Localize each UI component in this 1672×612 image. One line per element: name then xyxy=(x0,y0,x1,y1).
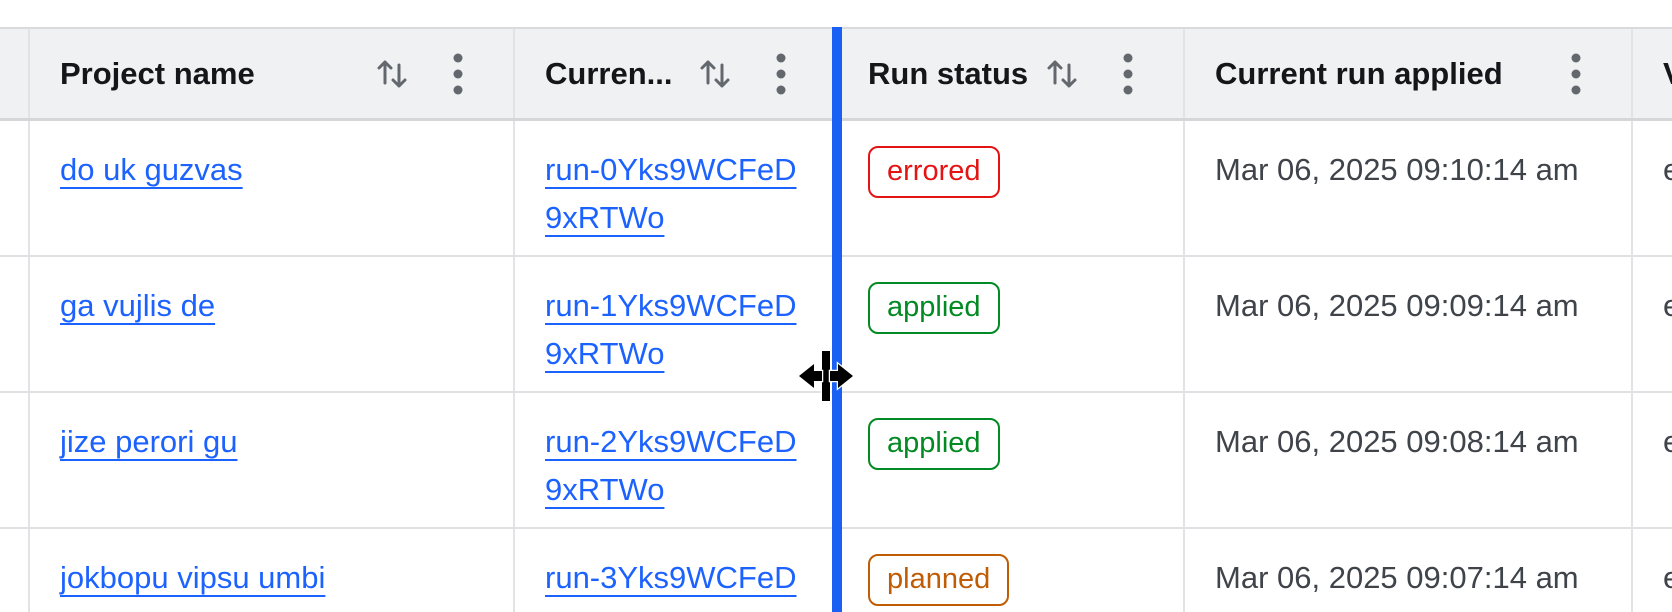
run-status-cell: applied xyxy=(838,257,1185,391)
column-resize-indicator[interactable] xyxy=(832,27,842,612)
project-link[interactable]: jize perori gu xyxy=(60,424,238,459)
sort-icon[interactable] xyxy=(1043,55,1081,93)
sort-icon[interactable] xyxy=(373,55,411,93)
project-link[interactable]: do uk guzvas xyxy=(60,152,243,187)
truncated-cell: e xyxy=(1663,152,1672,187)
column-menu-icon[interactable] xyxy=(776,53,786,95)
project-name-cell: jize perori gu xyxy=(30,393,515,527)
header-cell-truncated: V xyxy=(1633,29,1672,118)
column-label-current-run-applied: Current run applied xyxy=(1215,55,1503,91)
project-name-cell: jokbopu vipsu umbi xyxy=(30,529,515,612)
column-menu-icon[interactable] xyxy=(1571,53,1581,95)
column-label-project-name: Project name xyxy=(60,55,255,91)
project-name-cell: do uk guzvas xyxy=(30,121,515,255)
row-spacer-cell xyxy=(0,529,30,612)
row-spacer-cell xyxy=(0,121,30,255)
project-link[interactable]: ga vujlis de xyxy=(60,288,216,323)
current-run-applied-cell: Mar 06, 2025 09:08:14 am xyxy=(1185,393,1633,527)
run-status-cell: applied xyxy=(838,393,1185,527)
column-label-run-status: Run status xyxy=(868,55,1029,91)
project-link[interactable]: jokbopu vipsu umbi xyxy=(60,560,326,595)
header-cell-spacer xyxy=(0,29,30,118)
column-menu-icon[interactable] xyxy=(453,53,463,95)
column-label-current-run: Curren... xyxy=(545,55,673,91)
row-spacer-cell xyxy=(0,257,30,391)
run-status-cell: errored xyxy=(838,121,1185,255)
sort-icon[interactable] xyxy=(696,55,734,93)
project-name-cell: ga vujlis de xyxy=(30,257,515,391)
status-badge: planned xyxy=(868,554,1010,606)
header-cell-current-run-applied: Current run applied xyxy=(1185,29,1633,118)
applied-timestamp: Mar 06, 2025 09:10:14 am xyxy=(1215,152,1579,187)
status-badge: applied xyxy=(868,282,1000,334)
truncated-cell: e xyxy=(1663,424,1672,459)
header-cell-current-run: Curren... xyxy=(515,29,838,118)
row-spacer-cell xyxy=(0,393,30,527)
current-run-applied-cell: Mar 06, 2025 09:09:14 am xyxy=(1185,257,1633,391)
current-run-applied-cell: Mar 06, 2025 09:07:14 am xyxy=(1185,529,1633,612)
current-run-cell: run-3Yks9WCFeD9xRTWo xyxy=(515,529,838,612)
applied-timestamp: Mar 06, 2025 09:08:14 am xyxy=(1215,424,1579,459)
column-menu-icon[interactable] xyxy=(1123,53,1133,95)
current-run-applied-cell: Mar 06, 2025 09:10:14 am xyxy=(1185,121,1633,255)
status-badge: applied xyxy=(868,418,1000,470)
status-badge: errored xyxy=(868,146,1000,198)
header-cell-project-name: Project name xyxy=(30,29,515,118)
truncated-cell: e xyxy=(1663,560,1672,595)
applied-timestamp: Mar 06, 2025 09:07:14 am xyxy=(1215,560,1579,595)
run-status-cell: planned xyxy=(838,529,1185,612)
truncated-cell: e xyxy=(1663,288,1672,323)
column-label-truncated: V xyxy=(1663,56,1672,92)
run-link[interactable]: run-3Yks9WCFeD9xRTWo xyxy=(545,560,797,612)
applied-timestamp: Mar 06, 2025 09:09:14 am xyxy=(1215,288,1579,323)
header-cell-run-status: Run status xyxy=(838,29,1185,118)
